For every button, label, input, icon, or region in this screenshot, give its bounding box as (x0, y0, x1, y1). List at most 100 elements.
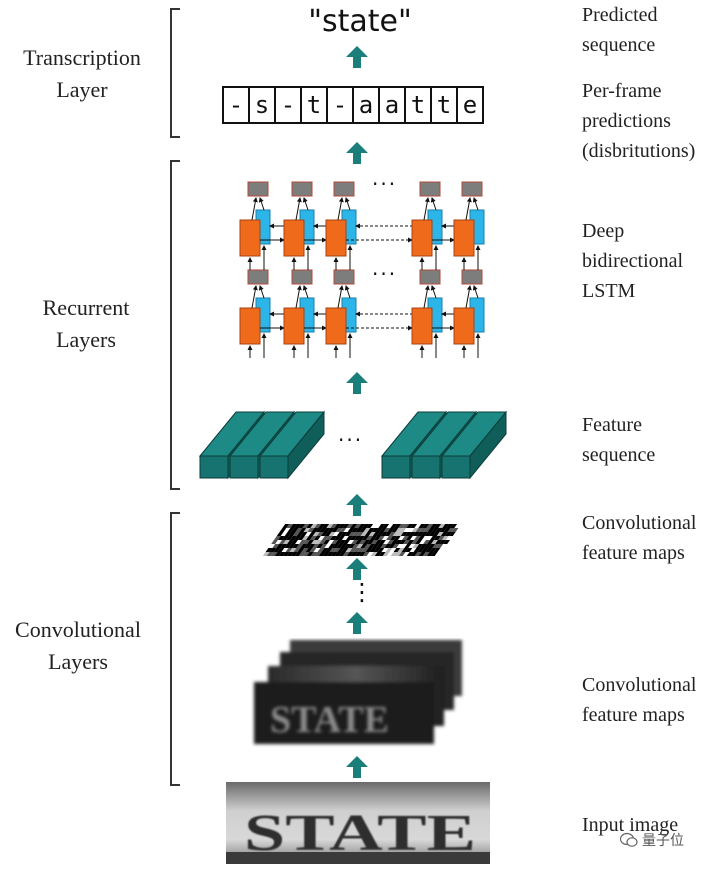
feature-map-pixel (416, 544, 424, 548)
feature-map-pixel (358, 524, 366, 528)
feature-map-pixel (284, 544, 292, 548)
feature-map-pixel (312, 544, 320, 548)
feature-map-pixel (283, 540, 290, 544)
feature-map-pixel (373, 548, 381, 552)
feature-map-pixel (310, 552, 318, 556)
wechat-icon (620, 832, 638, 847)
feature-map-pixel (307, 540, 314, 544)
feature-map-pixel (277, 548, 285, 552)
feature-map-pixel (318, 552, 326, 556)
feature-map-pixel (340, 532, 348, 536)
feature-map-pixel (323, 528, 331, 532)
feature-map-pixel (306, 552, 314, 556)
feature-map-pixel (280, 544, 288, 548)
feature-map-pixel (320, 532, 328, 536)
lstm-output-node (461, 269, 483, 285)
feature-map-pixel (419, 528, 427, 532)
feature-map-pixel (343, 528, 351, 532)
feature-map-pixel (408, 544, 416, 548)
feature-map-pixel (369, 536, 377, 540)
lstm-output-node (333, 181, 355, 197)
feature-map-pixel (385, 548, 393, 552)
feature-map-pixel (355, 540, 362, 544)
feature-map-pixel (402, 552, 410, 556)
feature-map-pixel (310, 524, 318, 528)
feature-map-pixel (412, 544, 420, 548)
feature-map-pixel (328, 544, 336, 548)
feature-map-pixel (292, 532, 300, 536)
feature-map-pixel (262, 552, 270, 556)
feature-map-pixel (347, 540, 354, 544)
feature-map-pixel (292, 544, 300, 548)
feature-map-pixel (332, 532, 340, 536)
feature-map-pixel (378, 552, 386, 556)
label-recurrent-layers: Recurrent Layers (42, 295, 130, 352)
feature-map-pixel (393, 536, 401, 540)
feature-map-pixel (303, 528, 311, 532)
lstm-forward-cell (283, 307, 305, 345)
feature-map-pixel (293, 536, 301, 540)
feature-map-pixel (314, 552, 322, 556)
feature-map-pixel (354, 552, 362, 556)
label-predicted-sequence: Predicted sequence (582, 4, 658, 56)
feature-map-pixel (338, 524, 346, 528)
lstm-output-node (247, 181, 269, 197)
feature-map-pixel (436, 532, 444, 536)
feature-sequence (198, 410, 508, 480)
feature-map-pixel (319, 540, 326, 544)
feature-map-pixel (288, 544, 296, 548)
feature-map-pixel (351, 540, 358, 544)
feature-map-pixel (272, 544, 280, 548)
feature-map-pixel (367, 528, 375, 532)
feature-map-pixel (423, 528, 431, 532)
feature-map-pixel (434, 524, 442, 528)
feature-map-pixel (392, 532, 400, 536)
feature-map-pixel (324, 532, 332, 536)
feature-map-pixel (335, 540, 342, 544)
feature-map-pixel (426, 524, 434, 528)
feature-map-pixel (336, 532, 344, 536)
feature-map-pixel (270, 552, 278, 556)
feature-map-pixel (388, 544, 396, 548)
feature-map-pixel (417, 536, 425, 540)
feature-map-pixel (387, 540, 394, 544)
feature-map-pixel (388, 532, 396, 536)
feature-map-pixel (428, 532, 436, 536)
feature-map-pixel (443, 540, 450, 544)
label-input-image: Input image (582, 814, 679, 836)
lstm-connection (472, 197, 479, 211)
feature-map-pixel (382, 552, 390, 556)
feature-map-pixel (396, 544, 404, 548)
lstm-connection (337, 285, 344, 309)
feature-map-pixel (394, 524, 402, 528)
feature-map-pixel (273, 548, 281, 552)
feature-map-pixel (361, 548, 369, 552)
feature-map-pixel (429, 548, 437, 552)
frame-cell: - (326, 86, 354, 124)
feature-map-pixel (413, 536, 421, 540)
feature-map-pixel (420, 532, 428, 536)
feature-map-pixel (444, 532, 452, 536)
feature-map-pixel (411, 540, 418, 544)
lstm-connection (344, 197, 351, 211)
lstm-output-node (291, 181, 313, 197)
lstm-forward-cell (411, 307, 433, 345)
feature-map-pixel (345, 536, 353, 540)
feature-map-pixel (339, 528, 347, 532)
feature-map-pixel (433, 536, 441, 540)
lstm-connection (302, 285, 309, 299)
frame-cell: a (352, 86, 380, 124)
feature-map-pixel (299, 528, 307, 532)
feature-map-pixel (365, 536, 373, 540)
feature-map-pixel (392, 544, 400, 548)
feature-map-pixel (375, 540, 382, 544)
feature-map-pixel (297, 536, 305, 540)
feature-map-pixel (296, 532, 304, 536)
frame-cell: t (430, 86, 458, 124)
feature-map-pixel (347, 528, 355, 532)
feature-map-pixel (437, 548, 445, 552)
lstm-connection (472, 285, 479, 299)
feature-map-pixel (337, 548, 345, 552)
feature-map-pixel (360, 532, 368, 536)
feature-map-pixel (287, 528, 295, 532)
